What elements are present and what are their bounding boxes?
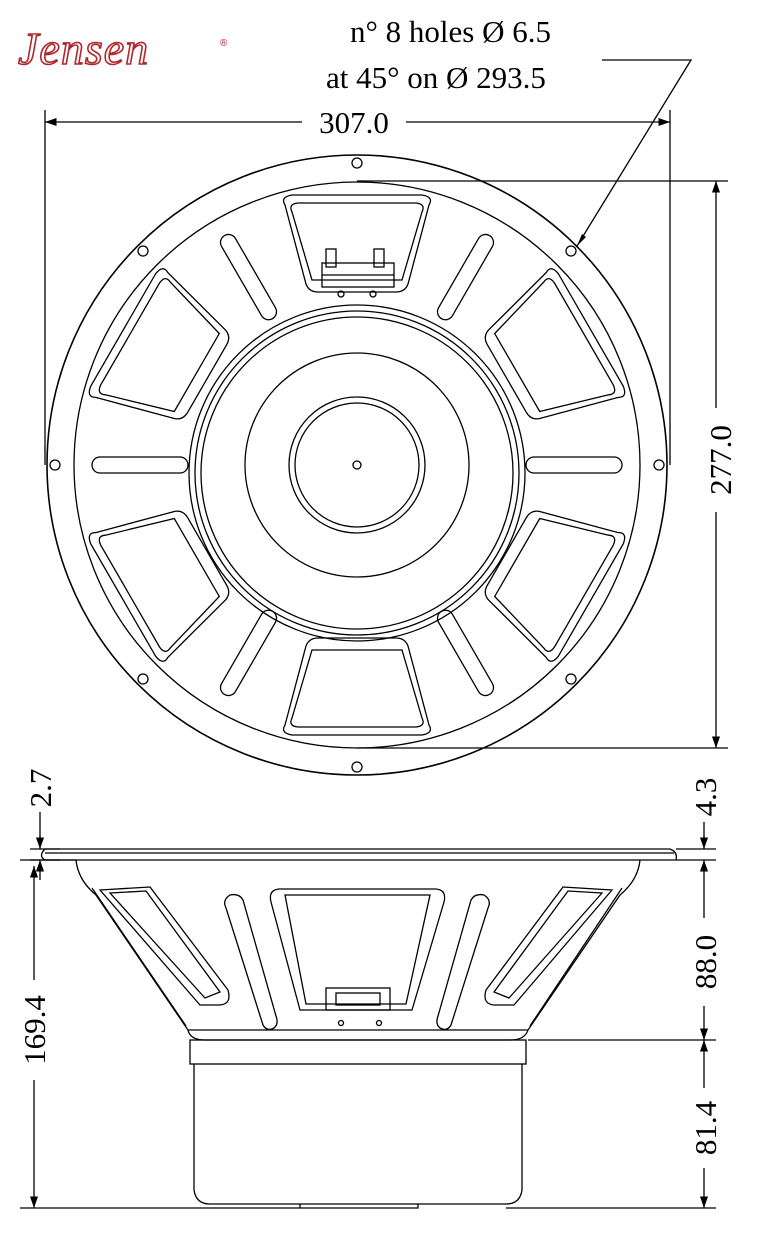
- basket-window-inner: [290, 649, 424, 728]
- mounting-hole: [565, 245, 577, 257]
- mounting-holes-note-line2: at 45° on Ø 293.5: [326, 60, 546, 95]
- basket-window: [88, 510, 230, 662]
- mounting-flange: [40, 848, 678, 861]
- basket-window: [484, 268, 626, 420]
- basket-rib: [219, 609, 278, 697]
- basket-rib: [219, 233, 278, 321]
- mounting-hole: [351, 761, 363, 773]
- label-total-depth: 169.4: [17, 995, 52, 1065]
- hole-note-leader: [576, 59, 693, 247]
- basket-window-inner: [493, 278, 616, 413]
- basket-windows: [88, 194, 626, 736]
- frame-inner-rim: [73, 181, 641, 749]
- magnet-plate-ring: [194, 310, 520, 636]
- basket-window-inner: [98, 278, 221, 413]
- magnet-body: [244, 352, 470, 578]
- basket-window: [88, 268, 230, 420]
- basket-rib: [436, 233, 495, 321]
- basket-window: [282, 637, 432, 736]
- dimension-right-chain: [506, 822, 716, 1209]
- terminal-block: [321, 248, 395, 298]
- logo-registered-mark: ®: [220, 38, 228, 49]
- basket-window-inner: [493, 517, 616, 652]
- label-flange-offset: 4.3: [688, 778, 723, 817]
- magnet-cup: [193, 1064, 523, 1205]
- basket-side-window: [484, 886, 614, 1006]
- label-magnet-depth: 81.4: [688, 1100, 723, 1155]
- mounting-hole: [49, 459, 61, 471]
- magnet-plate-outer: [188, 304, 526, 642]
- logo-wordmark: Jensen: [17, 22, 150, 75]
- basket-rib: [525, 456, 623, 474]
- mounting-holes-note-line1: n° 8 holes Ø 6.5: [350, 14, 551, 49]
- basket-side-rib: [436, 893, 490, 1031]
- basket-window-inner: [98, 517, 221, 652]
- basket-side-window: [269, 888, 446, 1011]
- basket-window: [484, 510, 626, 662]
- pole-piece-outer: [288, 396, 426, 534]
- mounting-hole: [137, 673, 149, 685]
- vent-hole: [352, 460, 362, 470]
- magnet-top-plate: [189, 1039, 527, 1065]
- dimension-total-depth: [20, 859, 300, 1209]
- basket-ribs: [91, 233, 623, 697]
- mounting-hole: [351, 157, 363, 169]
- jensen-logo: Jensen ®: [17, 16, 238, 82]
- frame-outer-rim: [46, 154, 668, 776]
- side-view: [40, 848, 678, 1209]
- mounting-hole: [653, 459, 665, 471]
- basket-window: [282, 194, 432, 293]
- mounting-holes: [49, 157, 665, 773]
- basket-side-outer: [75, 859, 641, 1041]
- mounting-hole: [137, 245, 149, 257]
- label-flange-thickness: 2.7: [23, 769, 58, 808]
- basket-side-rib: [224, 893, 278, 1031]
- label-overall-diameter: 307.0: [319, 105, 389, 140]
- magnet-plate-inner: [200, 316, 514, 630]
- front-view: [46, 154, 668, 776]
- side-terminal-block: [325, 987, 391, 1011]
- label-frame-height: 277.0: [703, 425, 738, 495]
- basket-side-window: [98, 886, 230, 1006]
- basket-window-inner: [290, 202, 424, 281]
- dimension-overall-diameter: [44, 110, 671, 465]
- pole-piece-inner: [294, 402, 420, 528]
- dimension-frame-height: [357, 180, 728, 749]
- label-basket-depth: 88.0: [688, 935, 723, 989]
- basket-rib: [91, 456, 189, 474]
- mounting-hole: [565, 673, 577, 685]
- basket-rib: [436, 609, 495, 697]
